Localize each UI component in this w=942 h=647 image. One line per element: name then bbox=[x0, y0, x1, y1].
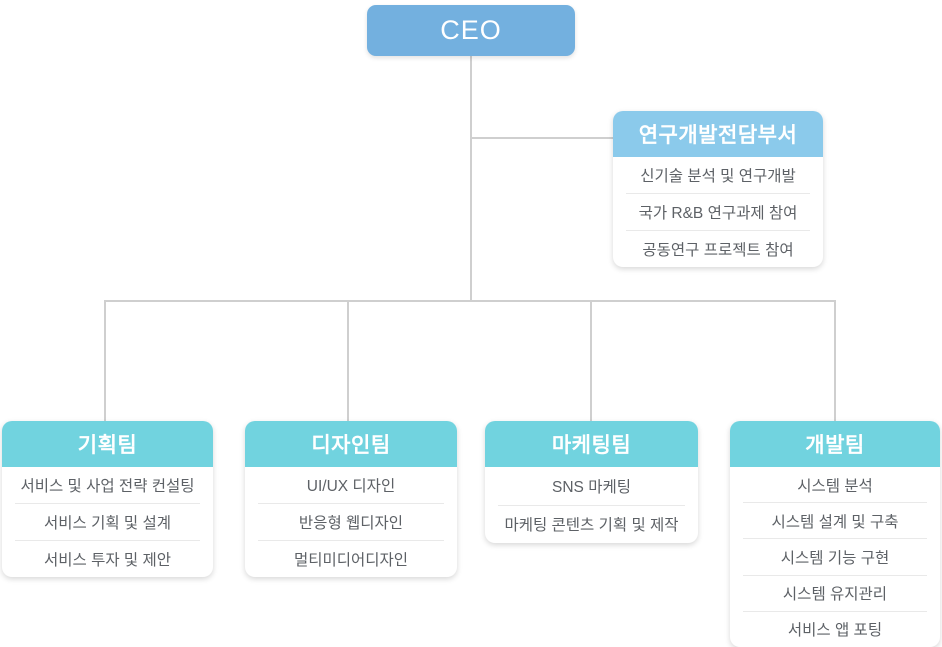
list-item: 서비스 및 사업 전략 컨설팅 bbox=[20, 478, 195, 495]
node-team-design: 디자인팀 UI/UX 디자인 반응형 웹디자인 멀티미디어디자인 bbox=[245, 421, 457, 577]
team-development-items: 시스템 분석 시스템 설계 및 구축 시스템 기능 구현 시스템 유지관리 서비… bbox=[730, 467, 940, 647]
node-ceo-title: CEO bbox=[440, 15, 502, 45]
connector-ceo-vertical bbox=[470, 56, 472, 302]
list-item: 시스템 기능 구현 bbox=[743, 538, 927, 574]
list-item: 멀티미디어디자인 bbox=[258, 540, 444, 577]
team-design-items: UI/UX 디자인 반응형 웹디자인 멀티미디어디자인 bbox=[245, 467, 457, 577]
rnd-department-title: 연구개발전담부서 bbox=[638, 124, 798, 147]
connector-main-horizontal bbox=[104, 300, 836, 302]
team-design-title: 디자인팀 bbox=[311, 434, 391, 457]
list-item: 신기술 분석 및 연구개발 bbox=[640, 168, 796, 185]
connector-drop-development bbox=[834, 300, 836, 421]
list-item: 서비스 투자 및 제안 bbox=[15, 540, 200, 577]
connector-drop-marketing bbox=[590, 300, 592, 421]
team-development-header: 개발팀 bbox=[730, 421, 940, 467]
rnd-department-header: 연구개발전담부서 bbox=[613, 111, 823, 157]
list-item: 서비스 기획 및 설계 bbox=[15, 503, 200, 540]
list-item: 시스템 유지관리 bbox=[743, 574, 927, 611]
node-team-marketing: 마케팅팀 SNS 마케팅 마케팅 콘텐츠 기획 및 제작 bbox=[485, 421, 698, 543]
team-design-header: 디자인팀 bbox=[245, 421, 457, 467]
list-item: 국가 R&B 연구과제 참여 bbox=[626, 193, 810, 230]
team-planning-title: 기획팀 bbox=[77, 434, 138, 457]
list-item: 공동연구 프로젝트 참여 bbox=[626, 230, 810, 267]
team-marketing-title: 마케팅팀 bbox=[551, 434, 632, 457]
list-item: 반응형 웹디자인 bbox=[258, 503, 444, 540]
node-team-development: 개발팀 시스템 분석 시스템 설계 및 구축 시스템 기능 구현 시스템 유지관… bbox=[730, 421, 940, 647]
node-ceo: CEO bbox=[367, 5, 575, 56]
connector-drop-planning bbox=[104, 300, 106, 421]
list-item: 서비스 앱 포팅 bbox=[743, 610, 927, 647]
team-marketing-items: SNS 마케팅 마케팅 콘텐츠 기획 및 제작 bbox=[485, 467, 698, 543]
team-planning-items: 서비스 및 사업 전략 컨설팅 서비스 기획 및 설계 서비스 투자 및 제안 bbox=[2, 467, 213, 577]
connector-drop-design bbox=[347, 300, 349, 421]
list-item: 시스템 설계 및 구축 bbox=[743, 502, 927, 538]
list-item: SNS 마케팅 bbox=[552, 478, 631, 496]
list-item: UI/UX 디자인 bbox=[306, 478, 396, 495]
team-marketing-header: 마케팅팀 bbox=[485, 421, 698, 467]
list-item: 시스템 분석 bbox=[797, 477, 873, 495]
node-team-planning: 기획팀 서비스 및 사업 전략 컨설팅 서비스 기획 및 설계 서비스 투자 및… bbox=[2, 421, 213, 577]
team-development-title: 개발팀 bbox=[805, 434, 865, 457]
node-rnd-department: 연구개발전담부서 신기술 분석 및 연구개발 국가 R&B 연구과제 참여 공동… bbox=[613, 111, 823, 267]
team-planning-header: 기획팀 bbox=[2, 421, 213, 467]
list-item: 마케팅 콘텐츠 기획 및 제작 bbox=[498, 504, 685, 544]
rnd-department-items: 신기술 분석 및 연구개발 국가 R&B 연구과제 참여 공동연구 프로젝트 참… bbox=[613, 157, 823, 267]
connector-rnd-branch bbox=[470, 137, 614, 139]
